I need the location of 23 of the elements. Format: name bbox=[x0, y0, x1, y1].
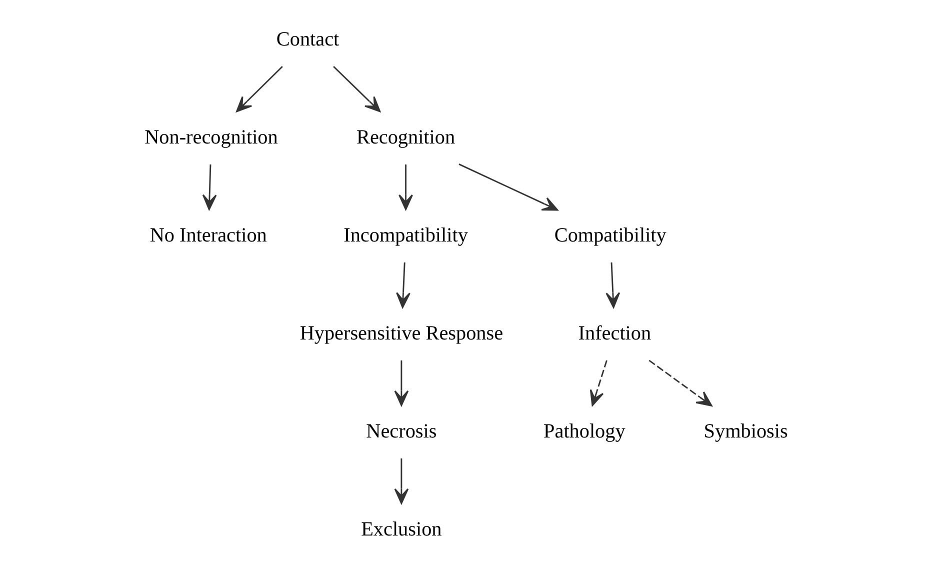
arrow bbox=[396, 262, 410, 308]
arrow bbox=[333, 66, 381, 112]
node-text: Contact bbox=[276, 28, 340, 50]
arrow bbox=[458, 164, 558, 211]
node-text: Compatibility bbox=[554, 224, 666, 246]
node-text: Necrosis bbox=[366, 420, 437, 442]
node-text: Non-recognition bbox=[144, 126, 278, 148]
arrow bbox=[590, 360, 608, 406]
arrow bbox=[648, 360, 712, 406]
arrow bbox=[606, 262, 620, 308]
node-text: Exclusion bbox=[361, 518, 442, 540]
node-text: No Interaction bbox=[150, 224, 267, 246]
arrow bbox=[394, 458, 409, 504]
arrow bbox=[398, 164, 413, 210]
node-text: Hypersensitive Response bbox=[300, 322, 504, 344]
arrow bbox=[202, 164, 217, 210]
node-text: Incompatibility bbox=[344, 224, 468, 246]
node-text: Recognition bbox=[356, 126, 456, 148]
arrow bbox=[394, 360, 409, 406]
node-text: Pathology bbox=[544, 420, 626, 442]
node-text: Infection bbox=[578, 322, 652, 344]
node-text: Symbiosis bbox=[704, 420, 788, 442]
arrow bbox=[236, 66, 283, 112]
